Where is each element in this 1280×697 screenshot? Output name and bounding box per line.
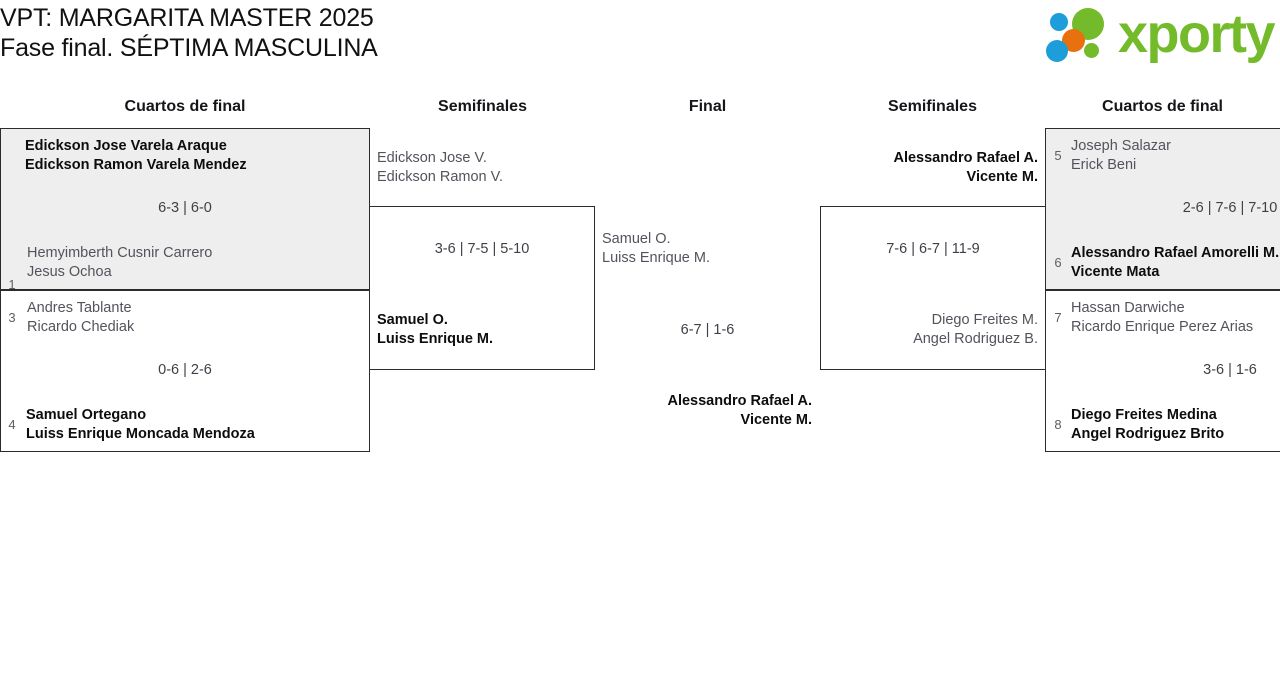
title-line-1: VPT: MARGARITA MASTER 2025 <box>0 4 374 32</box>
team-name: Diego Freites Medina Angel Rodriguez Bri… <box>1071 407 1225 442</box>
team-name: Hassan Darwiche Ricardo Enrique Perez Ar… <box>1071 300 1254 335</box>
tournament-title: VPT: MARGARITA MASTER 2025 Fase final. S… <box>0 0 700 63</box>
seed-number: 5 <box>1054 148 1062 163</box>
header-final: Final <box>688 98 727 115</box>
xporty-logo[interactable]: xporty <box>1046 4 1278 67</box>
match-score: 0-6 | 2-6 <box>158 362 212 378</box>
team-name: Samuel Ortegano Luiss Enrique Moncada Me… <box>26 407 255 442</box>
round-headers: Cuartos de final Semifinales Final Semif… <box>0 94 1280 120</box>
header-sf-right: Semifinales <box>888 98 977 115</box>
match-score: 3-6 | 1-6 <box>1203 362 1257 378</box>
logo-dots-icon <box>1046 7 1122 65</box>
match-score: 6-7 | 1-6 <box>680 322 735 338</box>
team-name: Edickson Jose Varela Araque Edickson Ram… <box>25 138 247 173</box>
seed-number: 3 <box>8 310 16 325</box>
logo-wordmark: xporty <box>1118 4 1276 64</box>
match-score: 7-6 | 6-7 | 11-9 <box>886 241 980 257</box>
team-name: Edickson Jose V. Edickson Ramon V. <box>377 150 504 185</box>
team-name: Alessandro Rafael A. Vicente M. <box>667 393 812 428</box>
team-name: Andres Tablante Ricardo Chediak <box>27 300 135 335</box>
header-qf-left: Cuartos de final <box>124 98 246 115</box>
match-qf-left-1[interactable]: 1 2 <box>0 128 370 399</box>
seed-number: 7 <box>1054 310 1062 325</box>
team-name: Hemyimberth Cusnir Carrero Jesus Ochoa <box>27 245 213 280</box>
match-sf-left[interactable] <box>369 206 595 370</box>
team-name: Joseph Salazar Erick Beni <box>1071 138 1171 173</box>
seed-number: 4 <box>8 417 16 432</box>
match-qf-right-2[interactable]: 7 8 <box>1045 290 1280 452</box>
header-qf-right: Cuartos de final <box>1102 98 1223 115</box>
team-name: Diego Freites M. Angel Rodriguez B. <box>913 312 1038 347</box>
seed-number: 8 <box>1054 417 1062 432</box>
team-name: Samuel O. Luiss Enrique M. <box>377 312 494 347</box>
team-name: Alessandro Rafael Amorelli M. Vicente Ma… <box>1071 245 1280 280</box>
match-qf-right-1[interactable]: 5 6 <box>1045 128 1280 290</box>
team-name: Samuel O. Luiss Enrique M. <box>602 231 710 266</box>
team-name: Alessandro Rafael A. Vicente M. <box>893 150 1038 185</box>
match-score: 6-3 | 6-0 <box>158 200 212 216</box>
match-qf-left-2[interactable]: 3 4 <box>0 290 370 452</box>
seed-number: 6 <box>1054 255 1062 270</box>
header-sf-left: Semifinales <box>438 98 527 115</box>
match-score: 2-6 | 7-6 | 7-10 <box>1182 200 1278 216</box>
seed-number: 1 <box>8 277 16 292</box>
match-score: 3-6 | 7-5 | 5-10 <box>434 241 530 257</box>
title-line-2: Fase final. SÉPTIMA MASCULINA <box>0 34 378 62</box>
